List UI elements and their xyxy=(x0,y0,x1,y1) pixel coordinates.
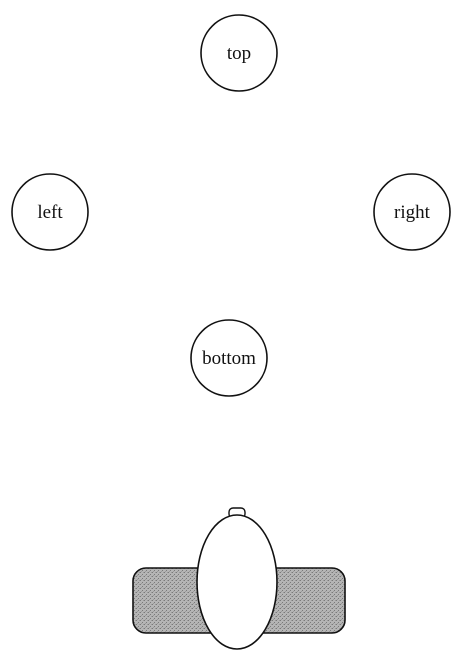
target-left-label: left xyxy=(37,202,63,223)
participant-head xyxy=(197,515,277,649)
target-bottom: bottom xyxy=(191,320,267,396)
participant-figure xyxy=(133,508,345,649)
target-left: left xyxy=(12,174,88,250)
target-top-label: top xyxy=(227,43,251,64)
target-top: top xyxy=(201,15,277,91)
target-right: right xyxy=(374,174,450,250)
target-bottom-label: bottom xyxy=(202,348,256,369)
target-right-label: right xyxy=(394,202,431,223)
